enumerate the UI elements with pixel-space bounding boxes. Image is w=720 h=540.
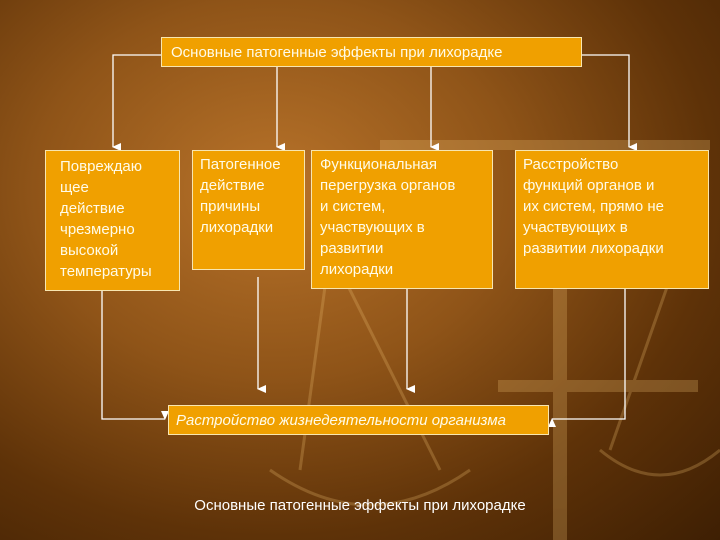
arrow-box1-to-bottom (102, 291, 165, 419)
arrow-box4-to-bottom (552, 289, 625, 419)
main-title-text: Основные патогенные эффекты при лихорадк… (171, 44, 502, 61)
effect-box-heat-damage: Повреждаю щее действие чрезмерно высокой… (45, 150, 180, 291)
effect-box-text: Функциональная перегрузка органов и сист… (320, 156, 455, 278)
result-box: Растройство жизнедеятельности организма (168, 405, 549, 435)
effect-box-text: Расстройство функций органов и их систем… (523, 156, 664, 257)
effect-box-text: Патогенное действие причины лихорадки (200, 156, 281, 236)
effect-box-functional-overload: Функциональная перегрузка органов и сист… (311, 150, 493, 289)
main-title-box: Основные патогенные эффекты при лихорадк… (161, 37, 582, 67)
effect-box-text: Повреждаю щее действие чрезмерно высокой… (60, 158, 152, 280)
result-text: Растройство жизнедеятельности организма (176, 412, 506, 429)
slide-caption: Основные патогенные эффекты при лихорадк… (0, 497, 720, 514)
arrow-to-box4 (582, 55, 629, 147)
effect-box-pathogenic-cause: Патогенное действие причины лихорадки (192, 150, 305, 270)
arrow-to-box1 (113, 55, 161, 147)
effect-box-organ-dysfunction: Расстройство функций органов и их систем… (515, 150, 709, 289)
